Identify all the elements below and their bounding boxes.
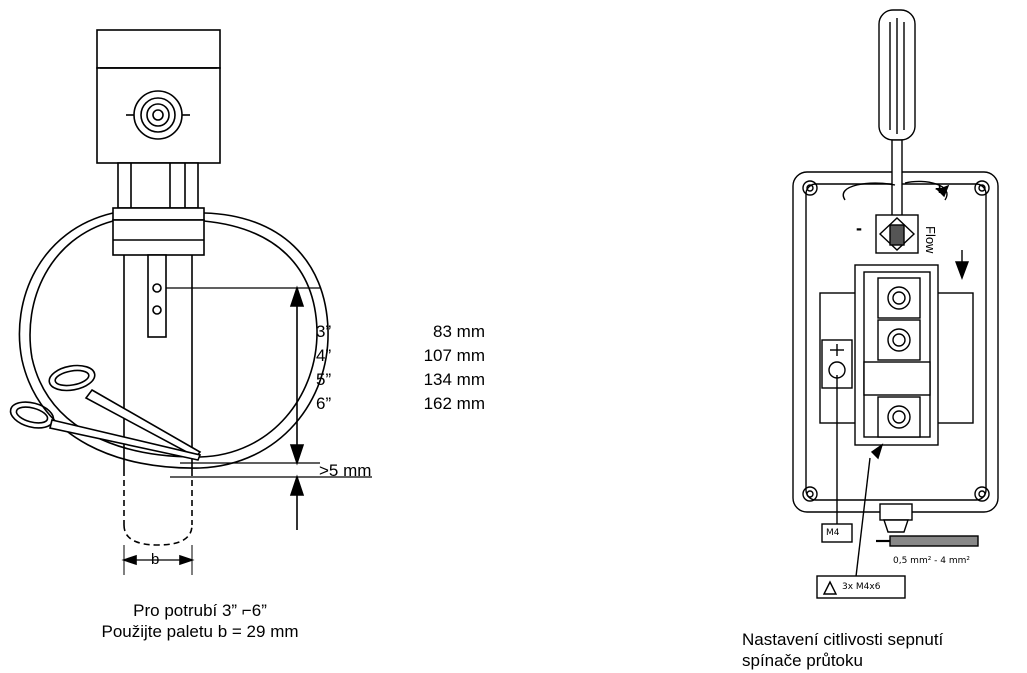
length-107: 107 mm — [423, 346, 485, 365]
pipe-size-6: 6” — [316, 394, 332, 413]
length-162: 162 mm — [423, 394, 485, 413]
paddle-stem — [147, 254, 167, 338]
right-caption-line2: spínače průtoku — [742, 651, 863, 670]
pipe-circle — [18, 212, 329, 469]
minus-label: - — [856, 218, 862, 238]
housing-top — [96, 29, 221, 69]
pipe-size-3: 3” — [316, 322, 332, 341]
pipe-size-4: 4” — [316, 346, 332, 365]
gap-label: >5 mm — [319, 461, 372, 480]
length-134: 134 mm — [423, 370, 485, 389]
plus-label: + — [935, 181, 945, 198]
pipe-size-5: 5” — [316, 370, 332, 389]
left-caption-line1: Pro potrubí 3” ⌐6” — [133, 601, 267, 620]
screw-box — [816, 575, 906, 599]
switch-box-drawing — [792, 9, 999, 599]
hex-nut — [112, 219, 205, 256]
length-83: 83 mm — [433, 322, 485, 341]
left-caption-line2: Použijte paletu b = 29 mm — [101, 622, 299, 641]
terminal-label: M4 — [826, 528, 840, 538]
neck — [117, 162, 199, 209]
scissors-handle-1 — [48, 364, 96, 392]
cable-label: 0,5 mm² - 4 mm² — [893, 556, 971, 566]
screw-label: 3x M4x6 — [842, 582, 881, 592]
right-caption-line1: Nastavení citlivosti sepnutí — [742, 630, 944, 649]
m4-box — [821, 523, 853, 543]
flow-label: Flow — [923, 226, 938, 254]
flow-switch-pipe-drawing — [9, 29, 372, 575]
paddle-width-label: b — [151, 551, 160, 568]
